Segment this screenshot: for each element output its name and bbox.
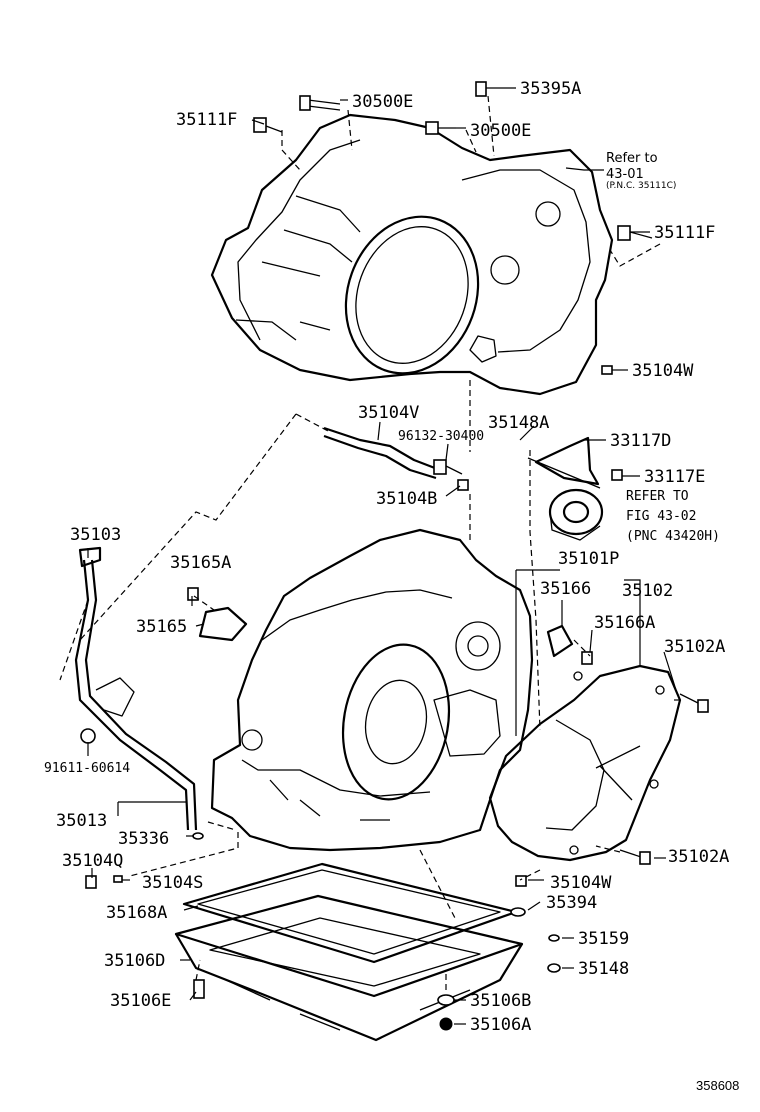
plug-35104q[interactable]	[85, 875, 97, 889]
plug-35104w-top[interactable]	[601, 365, 613, 375]
drain-plug-35106a[interactable]	[439, 1017, 453, 1031]
cover-35165[interactable]	[198, 606, 248, 642]
label-35102a-top: 35102A	[664, 637, 725, 657]
ring-35159[interactable]	[548, 934, 560, 942]
label-35394: 35394	[546, 893, 597, 913]
transaxle-housing[interactable]	[210, 113, 614, 396]
label-35102: 35102	[622, 581, 673, 601]
diagram-id: 358608	[696, 1078, 739, 1093]
label-35102a-bot: 35102A	[668, 847, 729, 867]
label-30500e-top: 30500E	[352, 92, 413, 112]
seal-35394[interactable]	[510, 907, 526, 917]
plug-35104b[interactable]	[457, 479, 469, 491]
bolt-35166a[interactable]	[581, 651, 593, 665]
callout-labels: 30500E 35395A 35111F 30500E Refer to 43-…	[44, 79, 739, 1093]
cover-35166[interactable]	[546, 624, 574, 658]
plug-35104s[interactable]	[113, 875, 123, 883]
label-35104b: 35104B	[376, 489, 437, 509]
bolt-35102a-bot[interactable]	[619, 849, 651, 865]
elbow-96132[interactable]	[433, 459, 463, 475]
label-35148a: 35148A	[488, 413, 549, 433]
label-35104v: 35104V	[358, 403, 419, 423]
bolt-35111f-left[interactable]	[253, 117, 283, 133]
washer-91611[interactable]	[80, 728, 96, 744]
plug-35104w-bot[interactable]	[515, 875, 527, 887]
leader-lines	[87, 87, 677, 1025]
label-35336: 35336	[118, 829, 169, 849]
extension-housing[interactable]	[488, 664, 682, 862]
label-91611: 91611-60614	[44, 761, 130, 776]
bolt-35102a-top[interactable]	[679, 693, 709, 713]
bolt-35106e[interactable]	[193, 979, 205, 999]
assembly-lines	[59, 95, 680, 990]
label-35148: 35148	[578, 959, 629, 979]
label-35111f-right: 35111F	[654, 223, 715, 243]
label-35101p: 35101P	[558, 549, 619, 569]
bracket-33117d[interactable]	[534, 436, 600, 486]
oring-35336[interactable]	[192, 832, 204, 840]
gasket-35148a[interactable]	[527, 457, 601, 489]
label-35104s: 35104S	[142, 873, 203, 893]
label-33117e: 33117E	[644, 467, 705, 487]
bolt-33117e[interactable]	[611, 469, 623, 481]
bolt-35165a[interactable]	[187, 587, 199, 601]
breather-hose[interactable]	[323, 426, 441, 480]
label-35106b: 35106B	[470, 991, 531, 1011]
bolt-30500e-mid[interactable]	[425, 121, 456, 135]
label-35166a: 35166A	[594, 613, 655, 633]
label-35165a: 35165A	[170, 553, 231, 573]
bolt-35395a[interactable]	[475, 81, 487, 97]
filler-tube[interactable]	[74, 546, 198, 831]
label-35103: 35103	[70, 525, 121, 545]
label-30500e-mid: 30500E	[470, 121, 531, 141]
gasket-35106b[interactable]	[437, 994, 455, 1006]
label-96132: 96132-30400	[398, 429, 484, 444]
label-ref-43-01: 43-01	[606, 167, 644, 182]
label-35395a: 35395A	[520, 79, 581, 99]
label-refer-to-2: REFER TO	[626, 489, 689, 504]
label-refer-to: Refer to	[606, 151, 658, 166]
bearing-seal[interactable]	[548, 488, 604, 541]
label-35159: 35159	[578, 929, 629, 949]
label-35168a: 35168A	[106, 903, 167, 923]
bolt-35111f-right[interactable]	[617, 225, 653, 241]
label-35104q: 35104Q	[62, 851, 123, 871]
label-33117d: 33117D	[610, 431, 671, 451]
label-35166: 35166	[540, 579, 591, 599]
label-35104w-bot: 35104W	[550, 873, 612, 893]
label-35104w-top: 35104W	[632, 361, 694, 381]
label-35111f-left: 35111F	[176, 110, 237, 130]
label-ref-pnc: (P.N.C. 35111C)	[606, 181, 676, 191]
bolt-30500e-top[interactable]	[299, 95, 341, 111]
oil-pan[interactable]	[174, 894, 524, 1042]
gasket-35148[interactable]	[547, 963, 561, 973]
label-35106d: 35106D	[104, 951, 165, 971]
label-35165: 35165	[136, 617, 187, 637]
oil-pan-gasket[interactable]	[182, 862, 518, 964]
transaxle-case[interactable]	[210, 528, 534, 852]
label-ref-fig: FIG 43-02	[626, 509, 696, 524]
label-35106a: 35106A	[470, 1015, 531, 1035]
label-ref-pnc2: (PNC 43420H)	[626, 529, 720, 544]
label-35106e: 35106E	[110, 991, 171, 1011]
label-35013: 35013	[56, 811, 107, 831]
